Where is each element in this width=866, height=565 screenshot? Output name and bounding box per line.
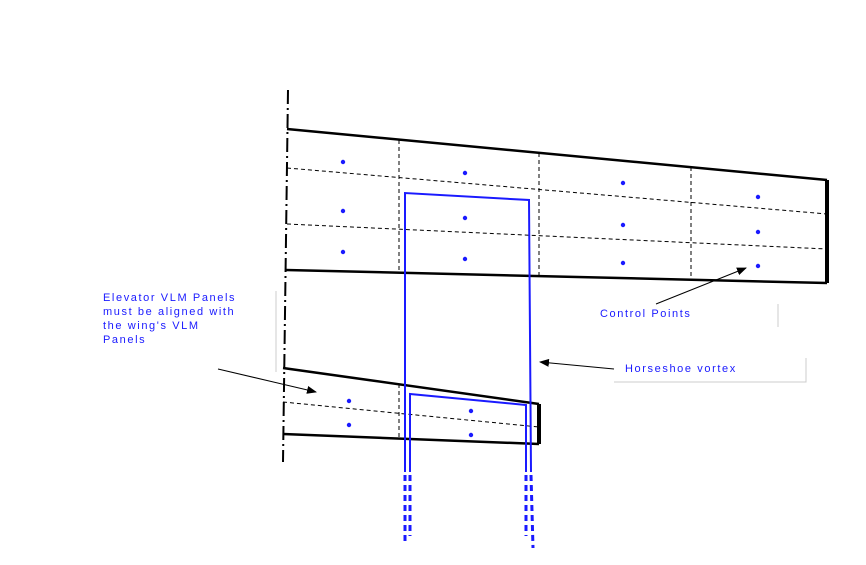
horseshoe-vortex-elevator [408, 392, 528, 536]
wing-chord-line-2 [286, 223, 828, 250]
control-point [468, 408, 474, 414]
elevator-vortex-solid [409, 392, 527, 472]
control-points-label: Control Points [600, 308, 692, 320]
wing-outline [285, 127, 829, 285]
control-points-arrow [655, 267, 747, 305]
centerline [282, 89, 289, 463]
wing-chord-line-1 [286, 167, 828, 215]
control-point [620, 222, 626, 228]
horseshoe-vortex-label: Horseshoe vortex [625, 363, 737, 375]
horseshoe-vortex-arrow [539, 358, 615, 370]
horseshoe-vortex-frame [614, 358, 807, 383]
control-point [468, 432, 474, 438]
horseshoe-vortex-wing [403, 191, 535, 549]
label-frames [275, 291, 807, 383]
control-point [346, 398, 352, 404]
wing-leading-edge [286, 127, 828, 182]
control-point [346, 422, 352, 428]
control-point [340, 208, 346, 214]
control-point [755, 229, 761, 235]
wing-trailing-edge [285, 268, 828, 285]
wing-vortex-trail-right [529, 474, 535, 549]
control-point [340, 249, 346, 255]
control-point [462, 170, 468, 176]
elevator-note-arrow [217, 368, 317, 394]
elevator-note-label: Elevator VLM Panels must be aligned with… [103, 291, 236, 347]
control-point [755, 194, 761, 200]
control-point [620, 180, 626, 186]
control-point [462, 215, 468, 221]
leader-arrows [217, 267, 747, 394]
elevator-note-line-4: Panels [103, 334, 147, 346]
control-point [340, 159, 346, 165]
elevator-note-line-3: the wing's VLM [103, 320, 200, 332]
elevator-leading-edge [282, 366, 540, 406]
control-point [462, 256, 468, 262]
elevator-note-line-2: must be aligned with [103, 306, 236, 318]
elevator-note-line-1: Elevator VLM Panels [103, 292, 237, 304]
control-points [340, 159, 761, 438]
control-point [755, 263, 761, 269]
wing-vortex-solid [404, 191, 532, 473]
wing-panel-grid [286, 140, 828, 280]
control-point [620, 260, 626, 266]
